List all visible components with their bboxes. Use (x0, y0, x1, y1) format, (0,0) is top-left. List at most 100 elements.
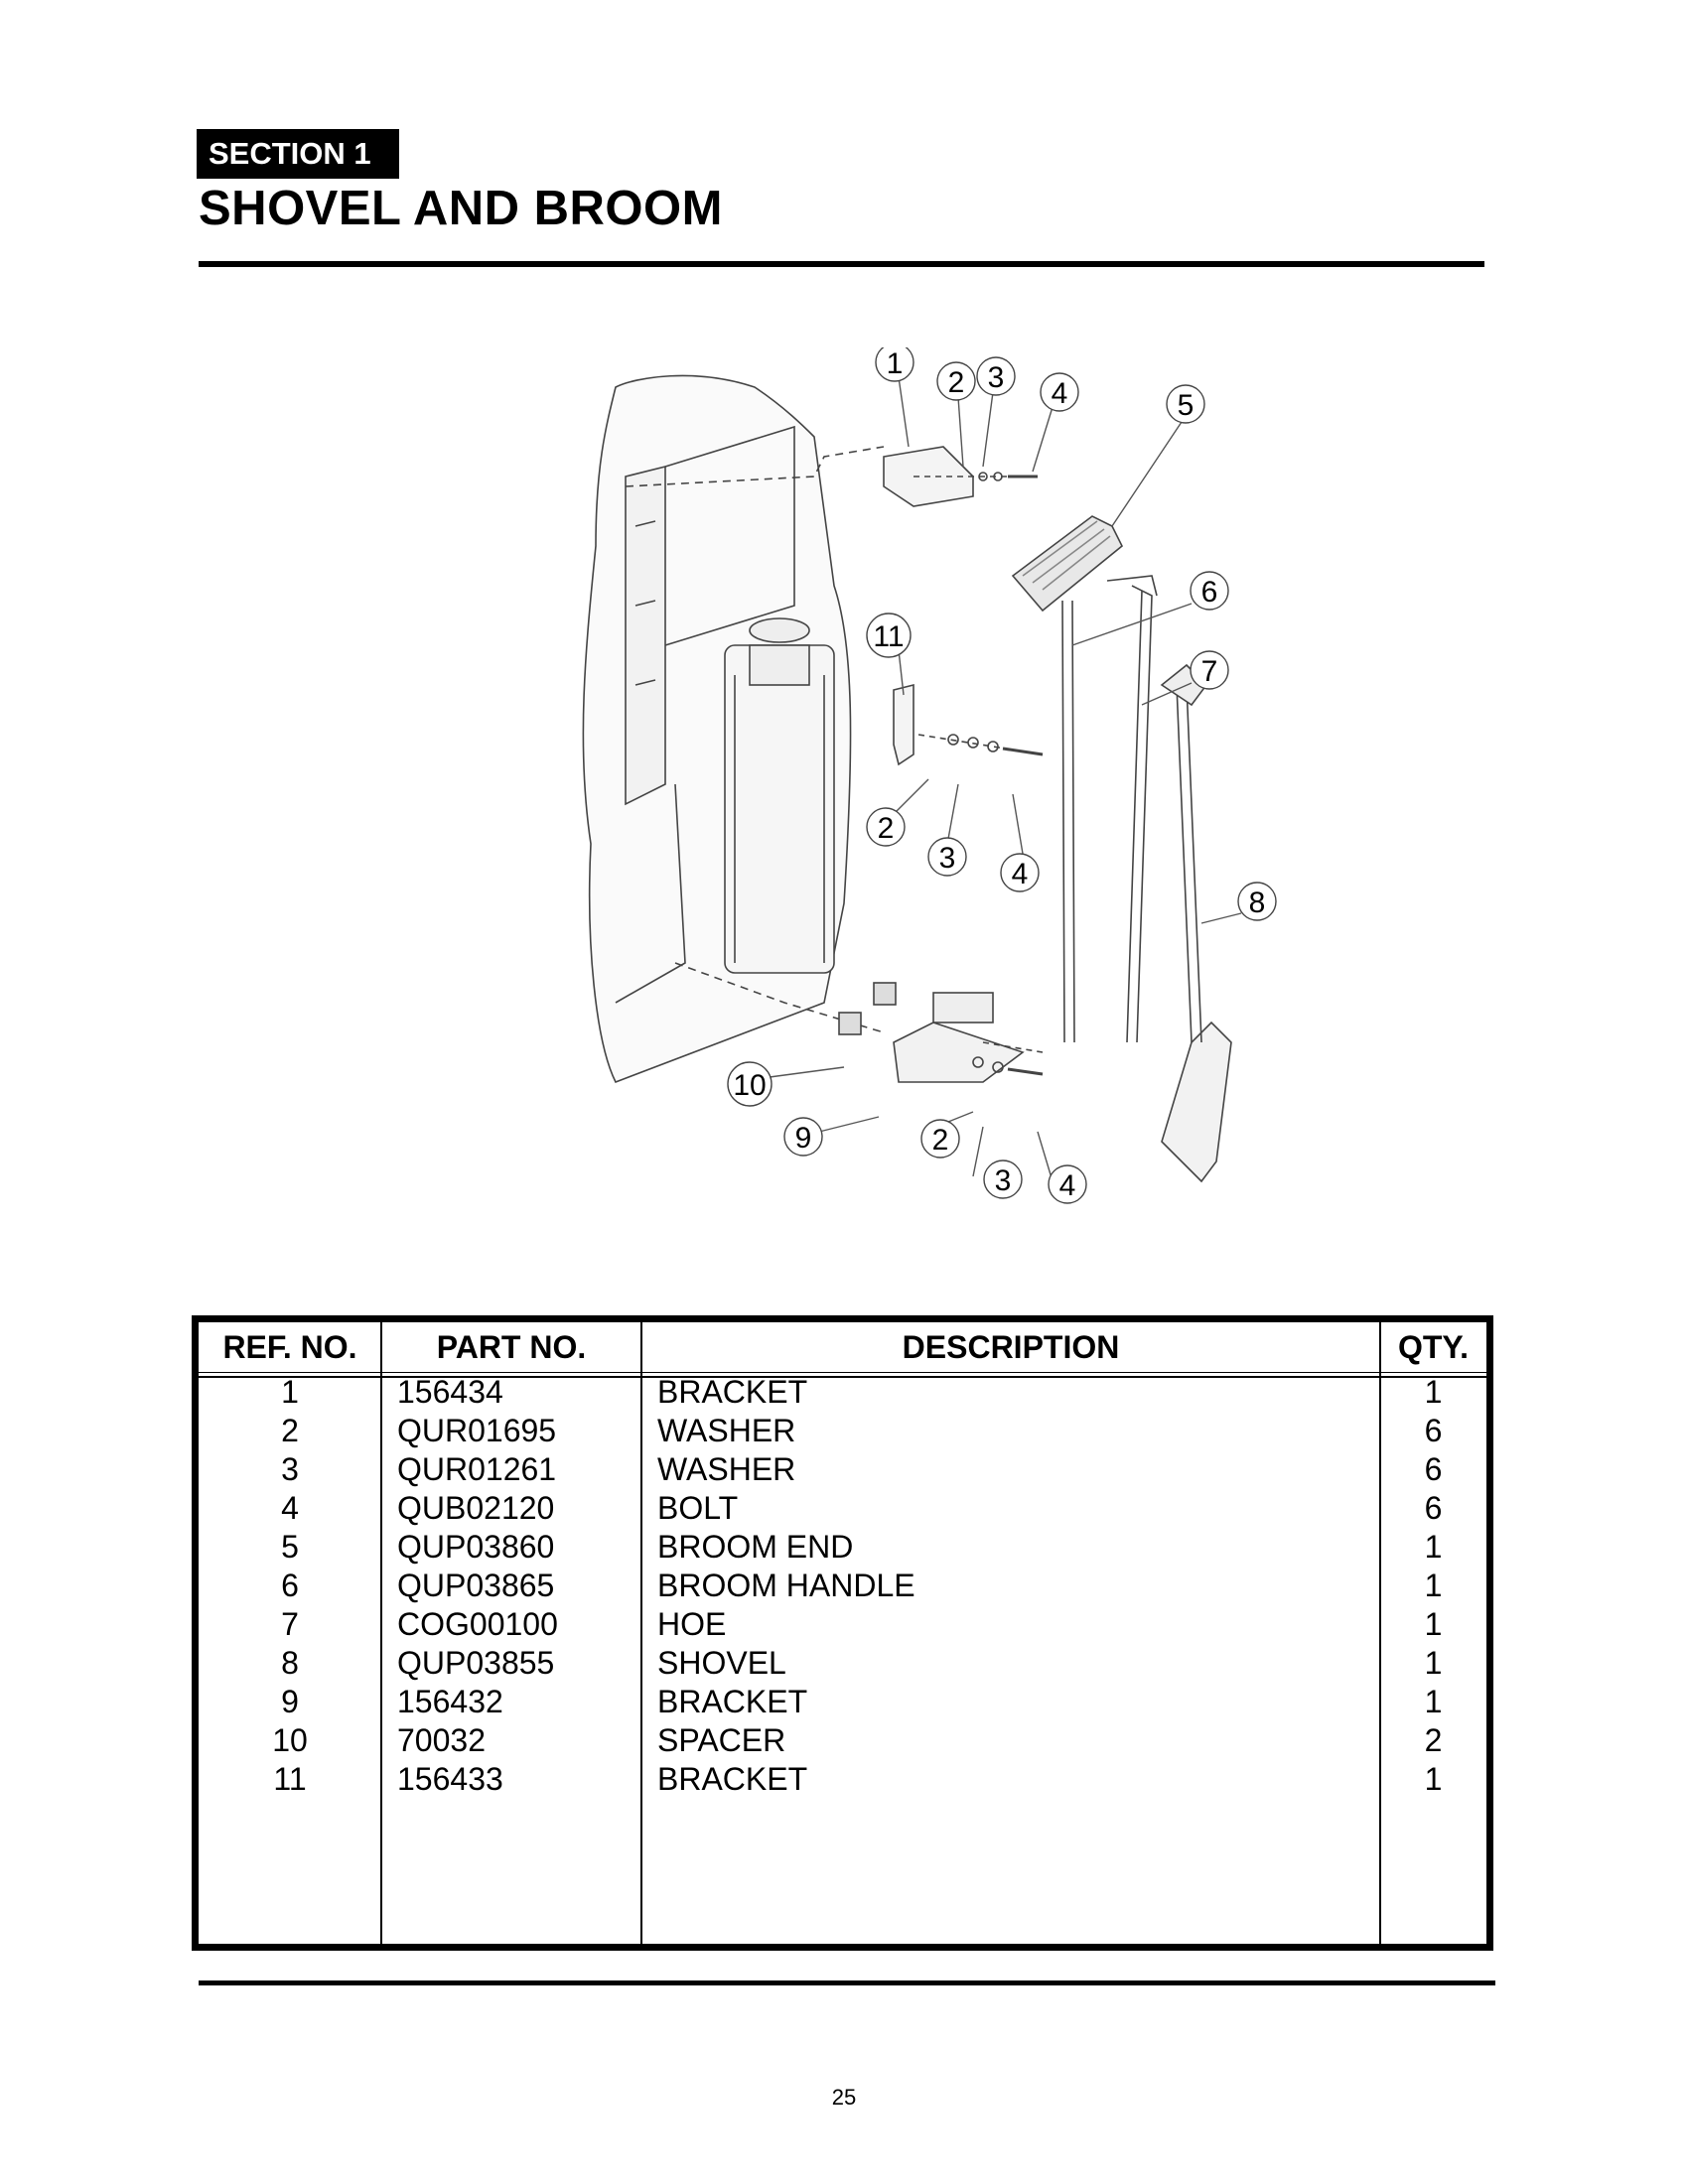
ref-cell: 3 (281, 1451, 299, 1487)
part-number-cell: QUR01261 (397, 1451, 557, 1487)
part-number-cell: QUR01695 (397, 1413, 557, 1448)
broom-handle (1061, 600, 1075, 1043)
svg-text:6: 6 (1201, 576, 1218, 609)
ref-cell: 2 (281, 1413, 299, 1448)
callout-2: 2 (936, 361, 976, 401)
table-row: 11 156433 BRACKET 1 (199, 1760, 1486, 1799)
callout-3: 3 (976, 356, 1016, 396)
column-header-ref: REF. NO. (199, 1322, 381, 1373)
fluid-tank (724, 644, 835, 974)
callout-2-middle: 2 (866, 807, 906, 847)
description-cell: SHOVEL (657, 1645, 786, 1681)
svg-text:3: 3 (995, 1164, 1012, 1197)
part-number-cell: 156434 (397, 1374, 503, 1410)
quantity-cell: 6 (1424, 1490, 1443, 1526)
part-number-cell: 156432 (397, 1684, 503, 1719)
hoe (1126, 585, 1153, 1043)
quantity-cell: 6 (1424, 1413, 1443, 1448)
column-header-qty: QTY. (1380, 1322, 1486, 1373)
table-header: REF. NO. PART NO. DESCRIPTION QTY. (199, 1322, 1486, 1373)
svg-text:4: 4 (1052, 377, 1068, 410)
svg-text:4: 4 (1059, 1169, 1076, 1202)
middle-bracket (893, 683, 914, 766)
callout-2-lower: 2 (920, 1119, 960, 1159)
quantity-cell: 2 (1424, 1722, 1443, 1758)
svg-text:4: 4 (1012, 858, 1029, 890)
shovel (1161, 1021, 1232, 1183)
svg-text:11: 11 (873, 620, 904, 653)
callout-1: 1 (875, 342, 914, 382)
quantity-cell: 1 (1424, 1761, 1443, 1797)
lower-bracket (893, 1022, 1025, 1083)
description-cell: BRACKET (657, 1761, 808, 1797)
quantity-cell: 1 (1424, 1568, 1443, 1603)
table-row: 4 QUB02120 BOLT 6 (199, 1489, 1486, 1528)
description-cell: HOE (657, 1606, 727, 1642)
callout-4-middle: 4 (1000, 853, 1040, 892)
svg-text:2: 2 (948, 366, 965, 399)
callout-6: 6 (1190, 571, 1229, 611)
callout-3-lower: 3 (983, 1160, 1023, 1199)
part-number-cell: QUB02120 (397, 1490, 555, 1526)
quantity-cell: 1 (1424, 1529, 1443, 1565)
description-cell: BROOM HANDLE (657, 1568, 915, 1603)
title-divider (199, 261, 1484, 267)
ref-cell: 8 (281, 1645, 299, 1681)
svg-text:2: 2 (932, 1124, 949, 1157)
description-cell: BOLT (657, 1490, 739, 1526)
part-number-cell: QUP03855 (397, 1645, 555, 1681)
description-cell: BRACKET (657, 1374, 808, 1410)
part-number-cell: 156433 (397, 1761, 503, 1797)
ref-cell: 9 (281, 1684, 299, 1719)
quantity-cell: 1 (1424, 1684, 1443, 1719)
quantity-cell: 1 (1424, 1606, 1443, 1642)
table-row: 8 QUP03855 SHOVEL 1 (199, 1644, 1486, 1683)
callout-11: 11 (866, 613, 912, 658)
broom-head (1011, 515, 1124, 613)
table-row: 6 QUP03865 BROOM HANDLE 1 (199, 1567, 1486, 1605)
description-cell: SPACER (657, 1722, 786, 1758)
quantity-cell: 6 (1424, 1451, 1443, 1487)
svg-text:10: 10 (733, 1069, 766, 1102)
callout-9: 9 (783, 1117, 823, 1157)
quantity-cell: 1 (1424, 1374, 1443, 1410)
part-number-cell: COG00100 (397, 1606, 558, 1642)
callout-8: 8 (1237, 882, 1277, 921)
svg-text:2: 2 (878, 812, 895, 845)
svg-text:3: 3 (939, 842, 956, 875)
page-title: SHOVEL AND BROOM (199, 182, 723, 235)
ref-cell: 1 (281, 1374, 299, 1410)
part-number-cell: QUP03860 (397, 1529, 555, 1565)
ref-cell: 6 (281, 1568, 299, 1603)
ref-cell: 7 (281, 1606, 299, 1642)
svg-text:3: 3 (988, 361, 1005, 394)
callout-4-lower: 4 (1048, 1164, 1087, 1204)
svg-text:9: 9 (795, 1122, 812, 1155)
callout-4: 4 (1040, 372, 1079, 412)
section-label: SECTION 1 (197, 129, 399, 179)
ref-cell: 4 (281, 1490, 299, 1526)
callout-3-middle: 3 (927, 837, 967, 877)
svg-text:7: 7 (1201, 655, 1218, 688)
svg-text:5: 5 (1178, 389, 1195, 422)
svg-text:8: 8 (1249, 887, 1266, 919)
table-row: 1 156434 BRACKET 1 (199, 1373, 1486, 1413)
bottom-divider (199, 1980, 1495, 1985)
ref-cell: 11 (273, 1761, 307, 1797)
column-header-part: PART NO. (381, 1322, 641, 1373)
column-header-description: DESCRIPTION (641, 1322, 1380, 1373)
exploded-parts-diagram: 1 2 3 4 5 6 7 8 9 10 11 2 3 4 2 3 4 (556, 342, 1311, 1221)
description-cell: BROOM END (657, 1529, 854, 1565)
quantity-cell: 1 (1424, 1645, 1443, 1681)
callout-10: 10 (727, 1061, 773, 1107)
spacer (838, 1012, 862, 1035)
callout-5: 5 (1166, 384, 1205, 424)
part-number-cell: QUP03865 (397, 1568, 555, 1603)
callout-7: 7 (1190, 650, 1229, 690)
page-number: 25 (831, 2085, 857, 2110)
